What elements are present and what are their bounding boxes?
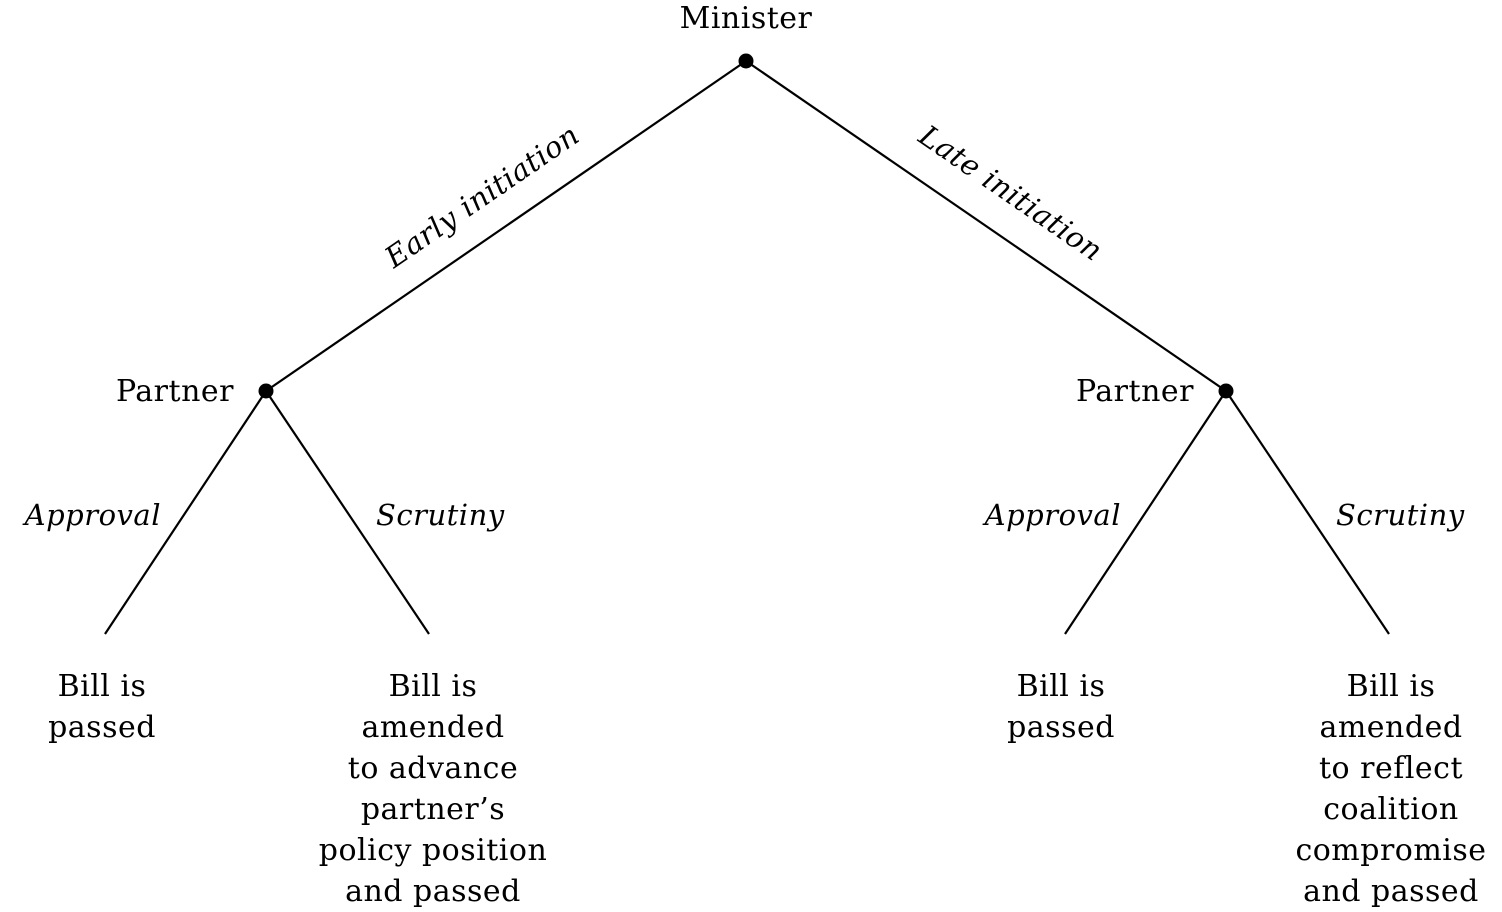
edge-right-approval	[1064, 390, 1227, 635]
left-partner-label: Partner	[115, 374, 234, 409]
edge-left-scrutiny	[265, 390, 430, 635]
outcome-line: Bill is	[388, 669, 478, 704]
left-partner-node	[258, 383, 274, 399]
outcome-line: to advance	[347, 751, 519, 786]
outcome-early-approval: Bill is passed	[48, 666, 156, 748]
edge-early-initiation	[265, 60, 747, 392]
outcome-line: Bill is	[1346, 669, 1436, 704]
outcome-line: passed	[48, 710, 156, 745]
right-approval-label: Approval	[984, 498, 1121, 532]
outcome-line: amended	[361, 710, 505, 745]
outcome-line: to reflect	[1318, 751, 1464, 786]
outcome-late-scrutiny: Bill is amended to reflect coalition com…	[1295, 666, 1486, 912]
right-partner-node	[1218, 383, 1234, 399]
right-partner-label: Partner	[1075, 374, 1194, 409]
right-scrutiny-label: Scrutiny	[1336, 498, 1465, 532]
left-approval-label: Approval	[24, 498, 161, 532]
outcome-line: Bill is	[57, 669, 147, 704]
edge-right-scrutiny	[1225, 390, 1390, 635]
root-node	[738, 53, 754, 69]
outcome-line: Bill is	[1016, 669, 1106, 704]
outcome-line: passed	[1007, 710, 1115, 745]
outcome-early-scrutiny: Bill is amended to advance partner’s pol…	[319, 666, 548, 912]
outcome-late-approval: Bill is passed	[1007, 666, 1115, 748]
outcome-line: amended	[1319, 710, 1463, 745]
outcome-line: coalition	[1323, 792, 1459, 827]
outcome-line: partner’s	[360, 792, 506, 827]
edge-late-initiation	[745, 60, 1227, 392]
root-player-label: Minister	[679, 1, 813, 36]
outcome-line: and passed	[1303, 874, 1479, 909]
edge-left-approval	[104, 390, 267, 635]
outcome-line: and passed	[345, 874, 521, 909]
left-scrutiny-label: Scrutiny	[376, 498, 505, 532]
outcome-line: compromise	[1295, 833, 1487, 868]
outcome-line: policy position	[318, 833, 548, 868]
